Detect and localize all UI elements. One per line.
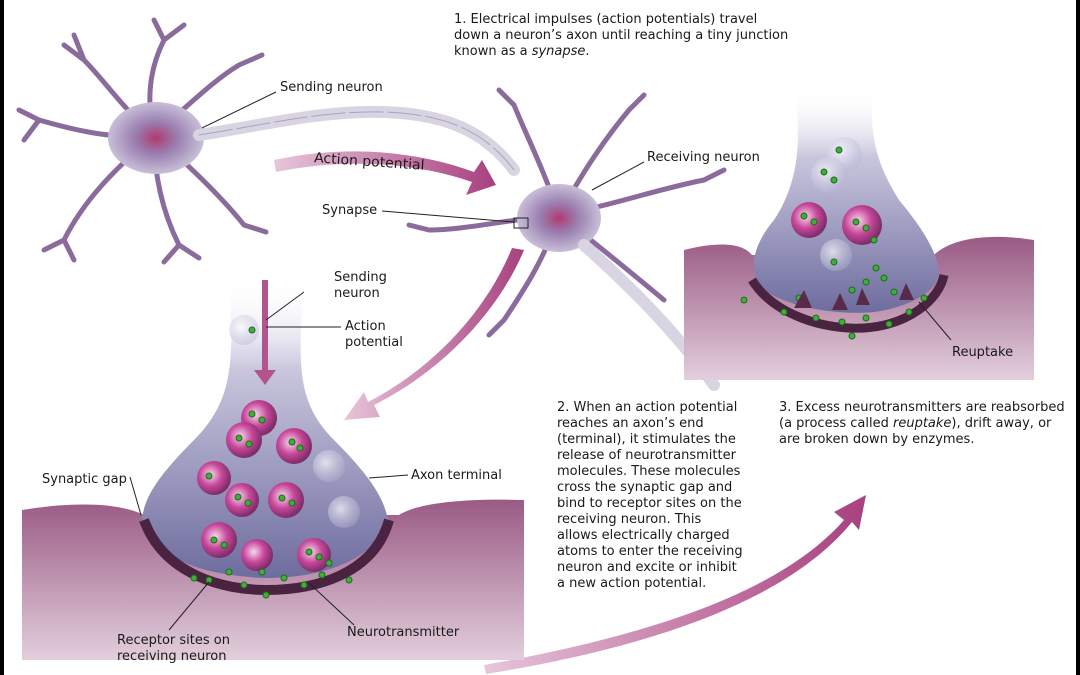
label-receiving-neuron: Receiving neuron bbox=[647, 150, 760, 165]
receiving-neuron-cell bbox=[406, 87, 727, 338]
vesicles-left bbox=[197, 315, 360, 572]
receiving-tissue-left bbox=[22, 499, 524, 660]
step-2-caption: 2. When an action potential reaches an a… bbox=[557, 400, 743, 591]
synapse-illustration bbox=[16, 17, 1034, 674]
label-receptor-sites: Receptor sites on receiving neuron bbox=[117, 633, 230, 664]
step-3-tail: ), drift away, or are broken down by enz… bbox=[779, 416, 1052, 447]
step-1-tail: . bbox=[585, 44, 590, 59]
leader-lines bbox=[129, 91, 952, 631]
synapse-box bbox=[513, 217, 529, 229]
receiving-neuron-soma bbox=[517, 184, 601, 252]
neurotransmitters-left bbox=[190, 326, 353, 599]
action-potential-arrow bbox=[274, 151, 496, 195]
label-sending-neuron: Sending neuron bbox=[280, 80, 383, 95]
right-terminal-shape bbox=[753, 90, 939, 313]
zoom-arrow-to-terminal bbox=[344, 248, 524, 420]
sending-neuron-cell bbox=[16, 17, 269, 265]
terminal-action-potential-arrow bbox=[254, 280, 276, 385]
label-neurotransmitter: Neurotransmitter bbox=[347, 625, 460, 640]
postsynaptic-membrane-right bbox=[748, 273, 949, 333]
step-1-term: synapse bbox=[531, 44, 586, 59]
label-action-potential-terminal: Action potential bbox=[345, 319, 403, 350]
step-1-text: 1. Electrical impulses (action potential… bbox=[454, 12, 789, 59]
step-3-text: 3. Excess neurotransmitters are reabsorb… bbox=[779, 400, 1065, 431]
postsynaptic-membrane-left bbox=[139, 518, 394, 596]
step-3-term: reuptake bbox=[892, 416, 952, 431]
label-sending-neuron-terminal: Sending neuron bbox=[334, 270, 387, 301]
label-synapse: Synapse bbox=[322, 203, 378, 218]
label-reuptake: Reuptake bbox=[952, 345, 1014, 360]
label-synaptic-gap: Synaptic gap bbox=[42, 472, 127, 487]
sending-neuron-soma bbox=[108, 102, 204, 174]
vesicles-right bbox=[791, 137, 882, 271]
step-1-caption: 1. Electrical impulses (action potential… bbox=[454, 12, 834, 60]
neurotransmitters-right bbox=[740, 146, 928, 340]
reuptake-arrows bbox=[794, 283, 914, 310]
step-3-caption: 3. Excess neurotransmitters are reabsorb… bbox=[779, 400, 1076, 448]
label-axon-terminal: Axon terminal bbox=[411, 468, 502, 483]
myelin-sheath bbox=[198, 111, 515, 171]
